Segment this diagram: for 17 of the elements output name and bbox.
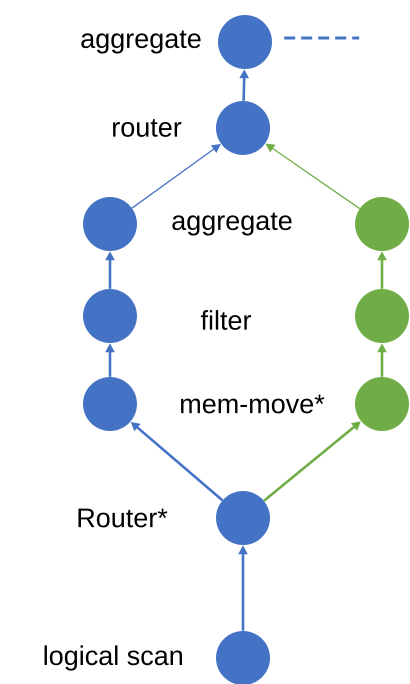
- circle-node: [216, 491, 270, 545]
- circle-node: [218, 15, 272, 69]
- node-label: aggregate: [81, 30, 201, 54]
- node-label: router: [113, 119, 182, 137]
- circle-node: [83, 197, 137, 251]
- circle-node: [83, 289, 137, 343]
- stage-label: filter: [200, 310, 252, 330]
- node-label: logical scan: [44, 645, 182, 671]
- stage-label: aggregate: [172, 212, 292, 236]
- circle-node: [216, 101, 270, 155]
- circle-node: [83, 377, 137, 431]
- circle-node: [355, 289, 409, 343]
- stage-label: mem-move*: [181, 394, 324, 414]
- circle-node: [355, 377, 409, 431]
- node-label: Router*: [78, 508, 168, 528]
- circle-node: [355, 197, 409, 251]
- dashed-line: [284, 36, 360, 40]
